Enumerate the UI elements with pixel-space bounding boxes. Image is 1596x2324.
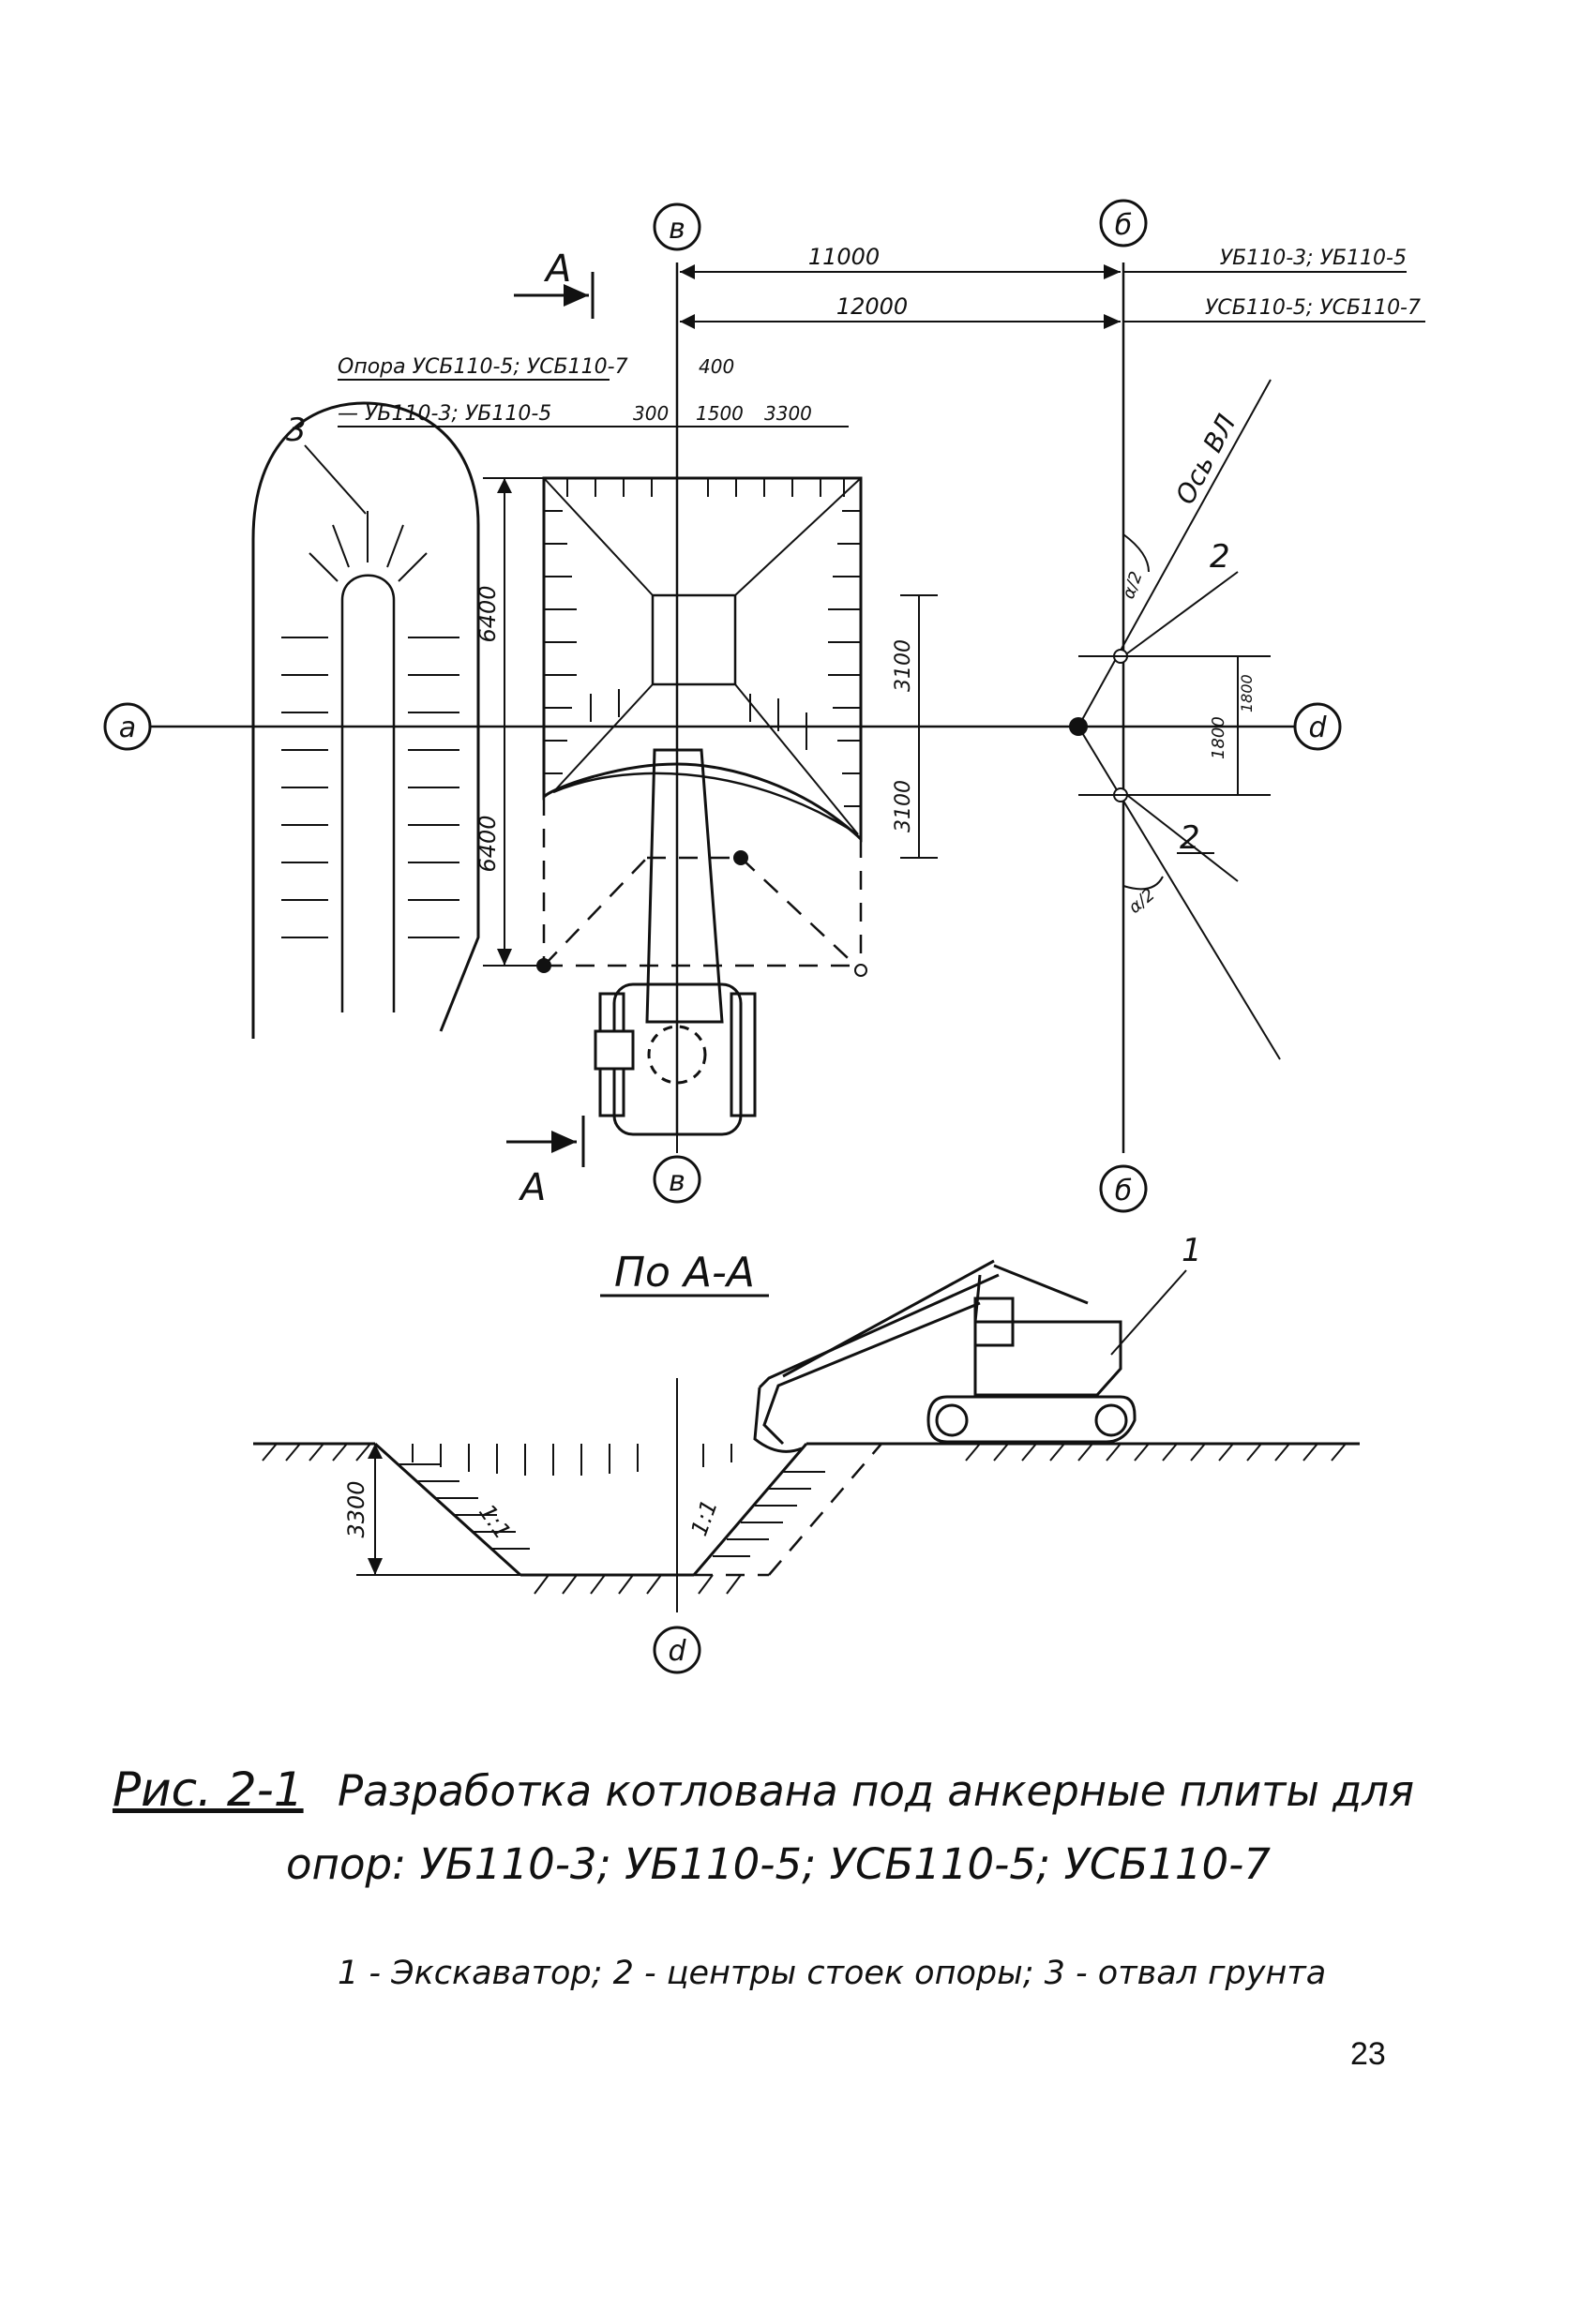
- callout-2-upper: 2: [1210, 538, 1230, 576]
- axis-b-marker-top: [1099, 199, 1148, 247]
- dim-3300-top: 3300: [764, 402, 812, 425]
- excavator-side: [753, 1259, 1137, 1453]
- dim-1800: 1800: [1209, 716, 1228, 759]
- ground-profile: [253, 1442, 1360, 1577]
- axis-vl-label: Ось ВЛ: [1169, 410, 1242, 510]
- dim-300: 300: [633, 402, 669, 425]
- axis-d-marker-right: [1293, 702, 1342, 751]
- line-axis-vl: [1077, 379, 1272, 727]
- axis-v-label-top: в: [669, 213, 685, 246]
- axis-b-label-bottom: б: [1115, 1175, 1133, 1207]
- figure-number: Рис. 2-1: [113, 1762, 304, 1817]
- callout-2-lower: 2: [1180, 819, 1200, 857]
- axis-b-marker-bottom: [1099, 1164, 1148, 1213]
- axis-a-label: a: [119, 712, 136, 744]
- dim-11000: 11000: [808, 244, 880, 270]
- support-label-usb: УСБ110-5; УСБ110-7: [1205, 296, 1421, 320]
- section-mark-bottom: A: [518, 1166, 546, 1209]
- dim-depth-3300: 3300: [343, 1480, 369, 1537]
- support-label-ub: УБ110-3; УБ110-5: [1220, 247, 1407, 270]
- section-mark-top: A: [543, 247, 571, 291]
- spoil-heap: [251, 401, 480, 1039]
- dim-6400-upper: 6400: [474, 585, 501, 642]
- axis-a-marker: [103, 702, 152, 751]
- angle-label-lower: α/2: [1125, 885, 1159, 918]
- axis-v-label-bottom: в: [669, 1165, 685, 1198]
- figure-title-line1: Разработка котлована под анкерные плиты …: [338, 1766, 1415, 1816]
- callout-1: 1: [1182, 1232, 1202, 1269]
- dim-400: 400: [699, 355, 734, 378]
- pit-plan: [542, 476, 863, 843]
- axis-d-label-section: d: [668, 1635, 686, 1668]
- axis-v-marker-bottom: [653, 1155, 701, 1204]
- dim-12000: 12000: [836, 293, 908, 320]
- section-title: По А-А: [614, 1249, 755, 1297]
- dim-1800-b: 1800: [1238, 674, 1256, 712]
- excavator-reach-dashed: [542, 797, 863, 971]
- dim-1500: 1500: [696, 402, 744, 425]
- figure-title-line2: опор: УБ110-3; УБ110-5; УСБ110-5; УСБ110…: [286, 1839, 1271, 1889]
- dim-3100-lower: 3100: [892, 780, 915, 832]
- opora-ub-label: — УБ110-3; УБ110-5: [338, 402, 551, 426]
- opora-usb-label: Опора УСБ110-5; УСБ110-7: [338, 355, 628, 379]
- dim-6400-lower: 6400: [474, 815, 501, 872]
- axis-d-marker-section: [653, 1626, 701, 1674]
- slope-right: 1:1: [685, 1496, 723, 1539]
- dim-3100-upper: 3100: [892, 639, 915, 692]
- page-number: 23: [1350, 2036, 1386, 2072]
- axis-b-label-top: б: [1115, 209, 1133, 242]
- axis-v-marker-top: [653, 202, 701, 251]
- callout-3: 3: [286, 412, 307, 449]
- axis-d-label-right: d: [1308, 712, 1327, 744]
- figure-legend: 1 - Экскаватор; 2 - центры стоек опоры; …: [338, 1955, 1327, 1992]
- excavator-plan: [594, 748, 757, 1153]
